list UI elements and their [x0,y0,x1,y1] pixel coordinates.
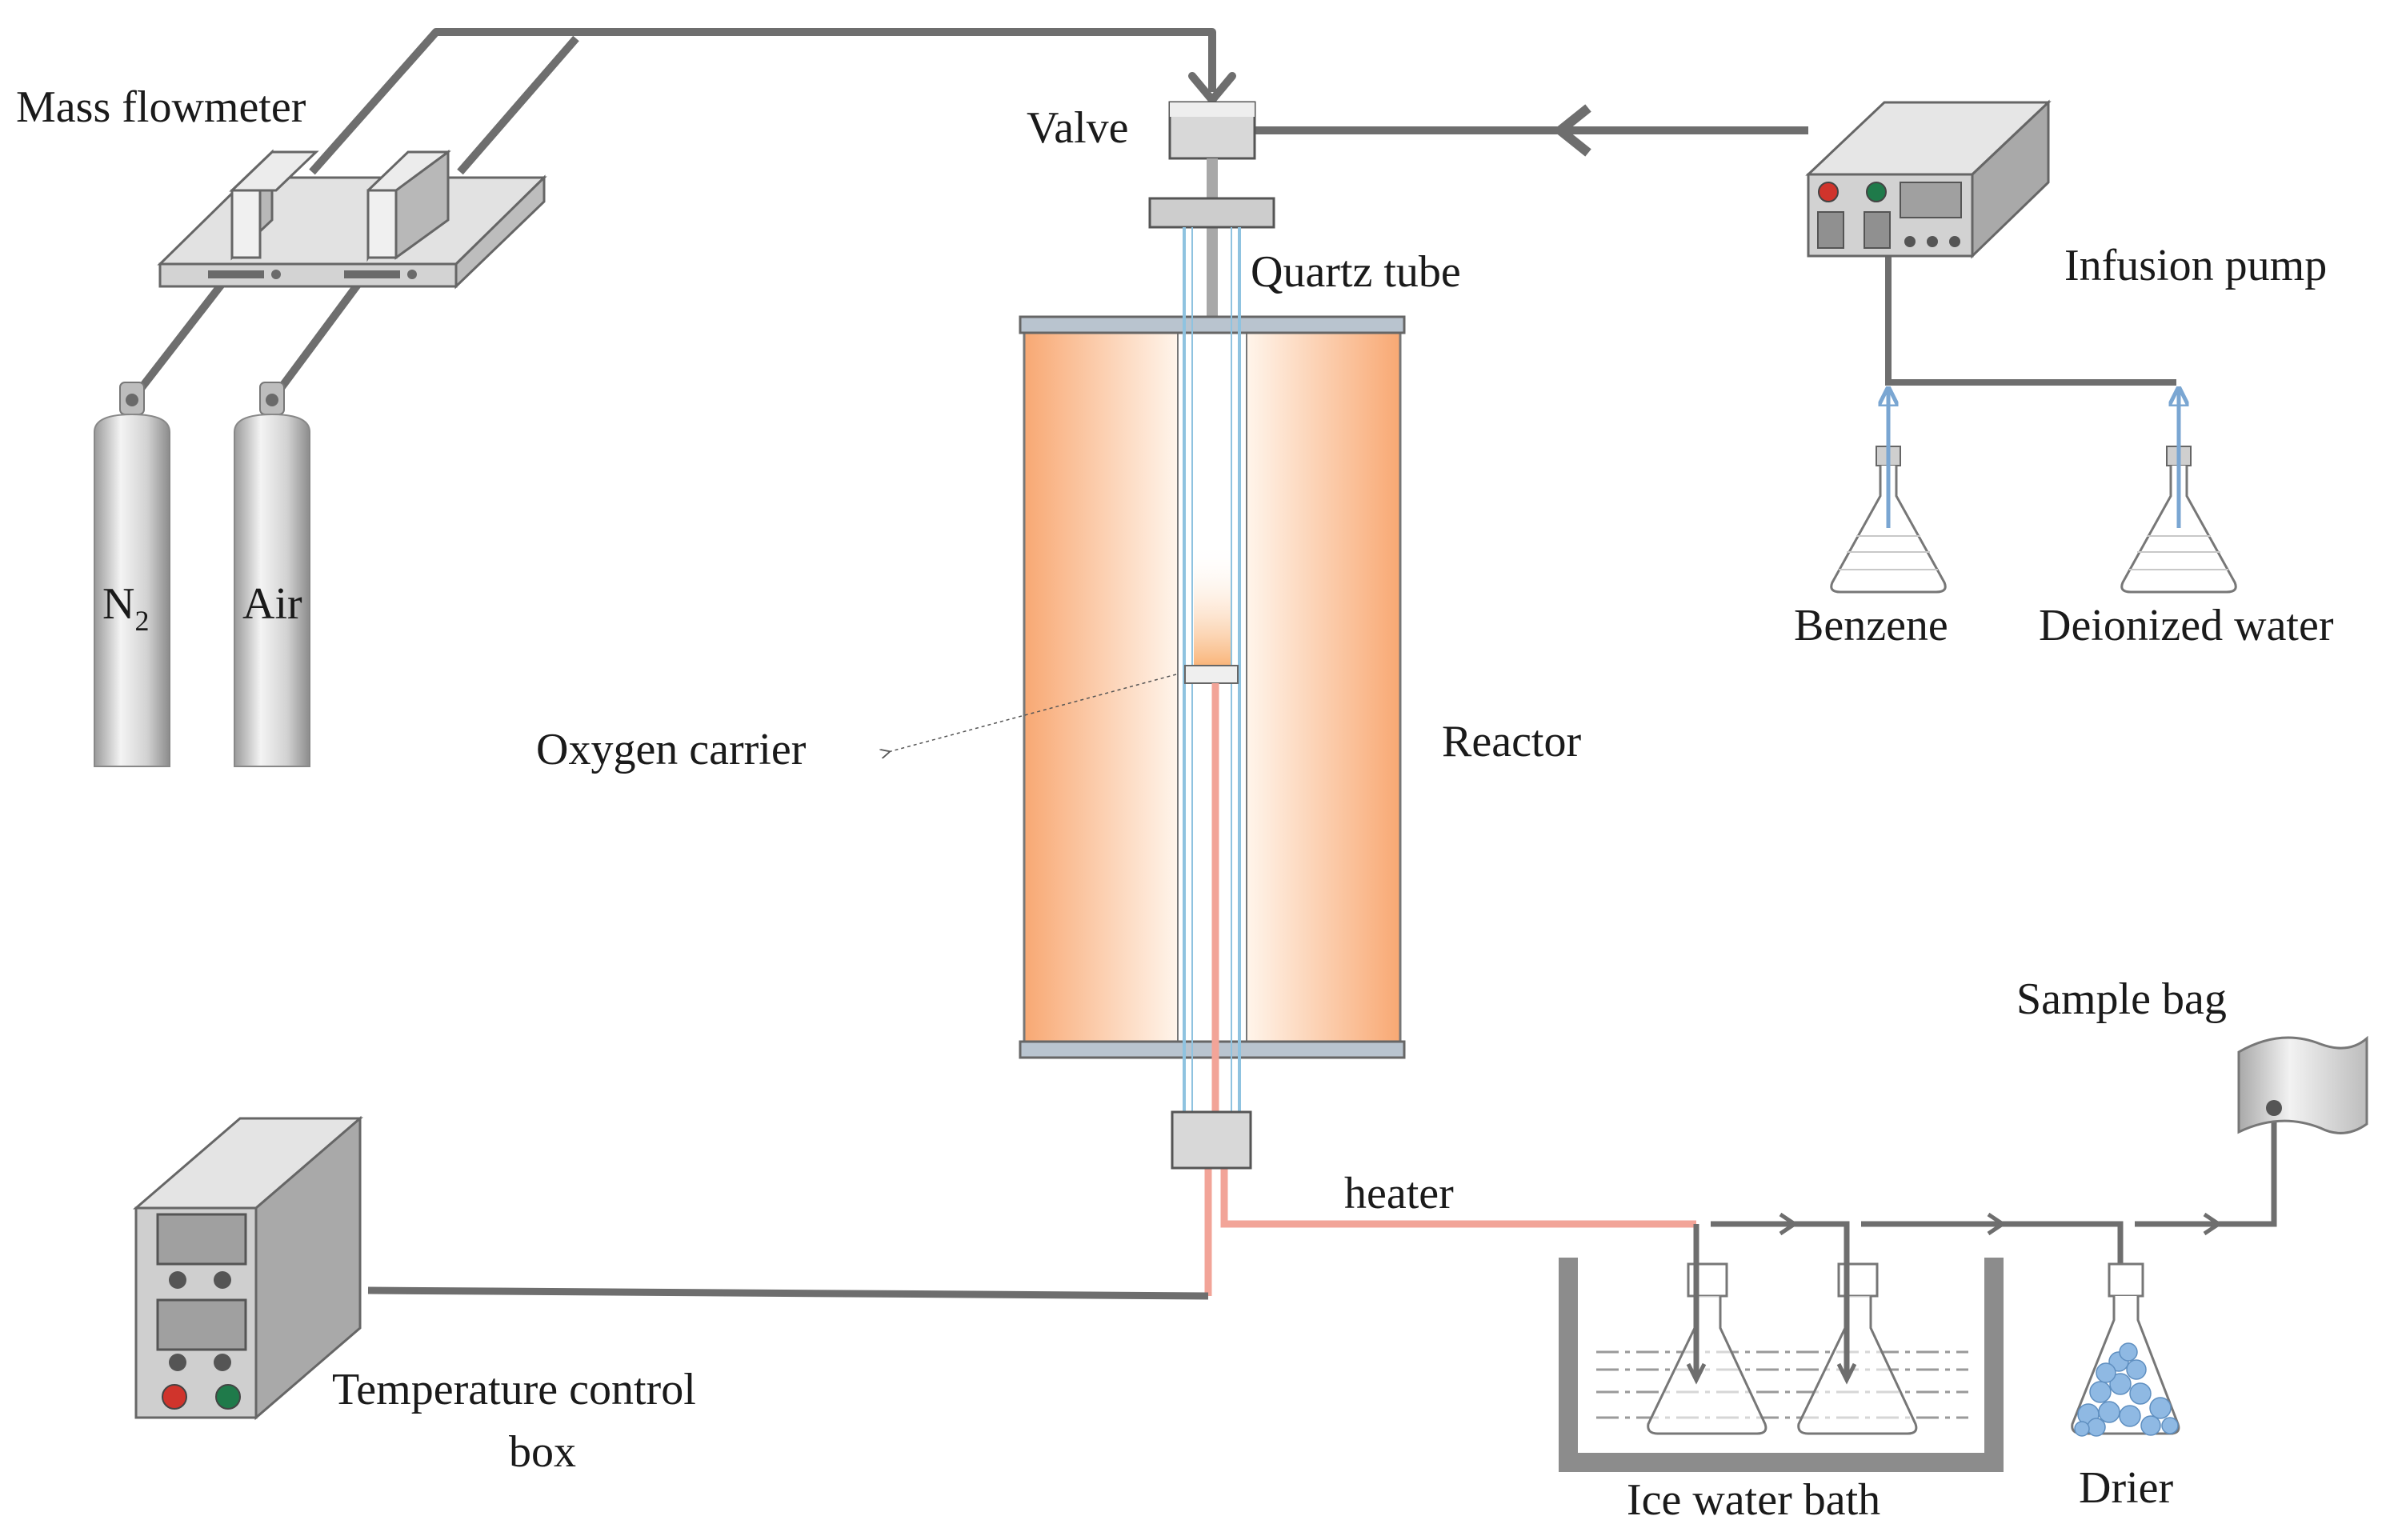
condenser-flask-2 [1797,1262,1918,1435]
temperature-control-box [132,1115,364,1421]
flow-direction-arrows [1686,1212,2223,1385]
flowmeter-block-1 [229,149,319,261]
bottom-valve [1171,1110,1252,1170]
reactor-label: Reactor [1442,717,1581,766]
heater-line [1204,683,1696,1296]
drier-flask [2071,1262,2180,1437]
heater-label: heater [1344,1169,1454,1218]
tube-flange-top [1148,197,1275,229]
oxygen-carrier-bed [1184,665,1239,684]
liquid-feed-arrows [1888,390,2179,528]
sample-bag [2237,1035,2368,1134]
benzene-label: Benzene [1794,601,1948,650]
pump-red-button-icon [1818,182,1839,202]
hot-zone-glow [1194,544,1231,666]
ice-water-bath [1559,1258,2004,1472]
air-cylinder [234,382,310,767]
temperature-display-1 [156,1213,247,1266]
benzene-flask [1830,446,1947,594]
valve [1168,101,1256,160]
infusion-pump-label: Infusion pump [2064,241,2327,290]
power-button-green-icon [215,1384,241,1410]
control-cable [367,1286,1209,1300]
flowmeter-block-2 [366,150,451,262]
quartz-tube-label: Quartz tube [1251,247,1461,297]
n2-cylinder [94,382,170,767]
temperature-control-label-line1: Temperature control [332,1365,696,1414]
infusion-pump [1805,99,2052,259]
deionized-water-label: Deionized water [2039,601,2334,650]
mass-flowmeter-label: Mass flowmeter [16,82,306,132]
temperature-control-label-line2: box [509,1427,576,1477]
gas-supply-pipes [129,28,1216,403]
oxygen-carrier-label: Oxygen carrier [536,725,807,774]
oxygen-carrier-pointer [888,674,1177,752]
temperature-display-2 [156,1298,247,1351]
liquid-feed-pipe [1885,256,2176,386]
pump-flow-arrow-icon [1555,104,1591,157]
pump-green-button-icon [1866,182,1887,202]
drier-label: Drier [2079,1463,2174,1513]
n2-label: N2 [102,579,149,637]
ice-water-bath-label: Ice water bath [1627,1475,1880,1525]
air-label: Air [242,579,302,629]
pump-display [1900,182,1962,218]
mass-flowmeter [157,149,547,290]
drier-beads [2074,1342,2179,1437]
power-button-red-icon [162,1384,187,1410]
gas-inlet-arrow-icon [1188,72,1236,104]
pump-feed-pipe [1255,104,1808,157]
condenser-flask-1 [1647,1262,1767,1435]
sample-bag-label: Sample bag [2016,974,2227,1024]
valve-label: Valve [1027,103,1129,153]
